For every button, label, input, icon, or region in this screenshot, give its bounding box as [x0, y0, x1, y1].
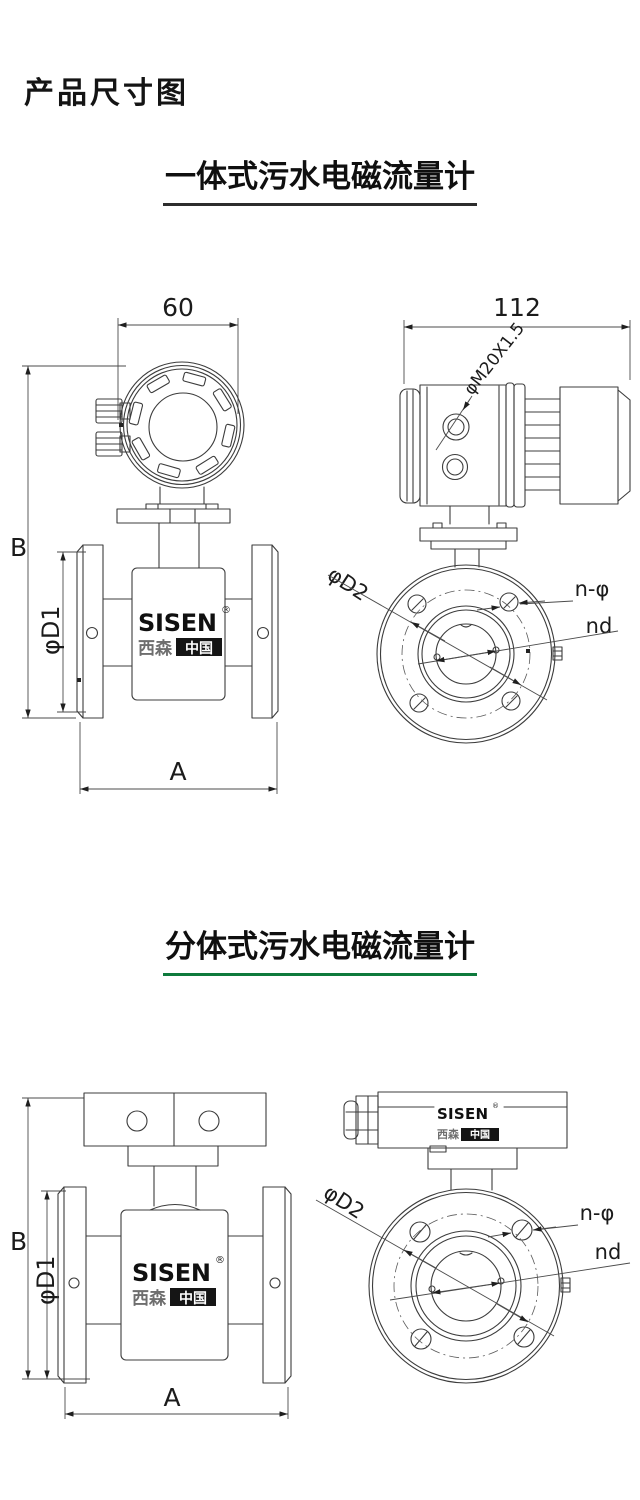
logo-cn-left: 西森: [132, 1288, 167, 1308]
section-integrated-header: 一体式污水电磁流量计: [0, 158, 640, 206]
section-split-header: 分体式污水电磁流量计: [0, 928, 640, 976]
logo-registered-mark: ®: [492, 1102, 499, 1110]
dim-label-60: 60: [162, 293, 194, 322]
dim-bolt-holes: n-φ: [476, 577, 610, 611]
dim-label-a: A: [163, 1383, 180, 1412]
logo-cn-right: 中国: [179, 1290, 207, 1306]
remote-sensor-box: [343, 1091, 568, 1191]
split-front-view: B φD1 SISEN ® 西森: [10, 1092, 292, 1419]
split-title: 分体式污水电磁流量计: [163, 928, 477, 976]
dim-label-thread: φM20X1.5: [460, 319, 529, 399]
dim-label-nd: nd: [595, 1240, 622, 1264]
sisen-logo: SISEN ® 西森 中国: [132, 1255, 225, 1308]
split-flowmeter-drawing: B φD1 SISEN ® 西森: [10, 1091, 631, 1419]
dim-length-112: 112: [403, 293, 631, 384]
flange-left: [57, 1186, 87, 1384]
transmitter-housing: [399, 382, 631, 508]
sisen-logo-small: SISEN ® 西森 中国: [437, 1102, 499, 1141]
dim-bolt-holes: n-φ: [487, 1201, 615, 1238]
converter-head: [119, 361, 245, 489]
dim-length-a: A: [64, 1383, 289, 1419]
mounting-neck: [116, 486, 231, 569]
cable-entry-ports: [441, 413, 470, 481]
logo-cn-left: 西森: [138, 638, 173, 658]
junction-box: [83, 1092, 267, 1147]
sensor-body: [102, 567, 253, 701]
dim-label-n-phi: n-φ: [575, 577, 610, 601]
dim-width-60: 60: [117, 293, 239, 420]
logo-cn-left: 西森: [437, 1127, 460, 1141]
sensor-body: [85, 1209, 264, 1361]
logo-brand-text: SISEN: [138, 609, 218, 637]
logo-cn-right: 中国: [185, 640, 213, 656]
integrated-flowmeter-drawing: 60: [10, 293, 631, 794]
neck-bracket: [127, 1145, 219, 1211]
dim-label-112: 112: [493, 293, 541, 322]
flange-left: [76, 544, 104, 719]
logo-cn-right: 中国: [470, 1128, 490, 1141]
flange-face: [368, 1188, 571, 1384]
dim-label-d2: φD2: [319, 1180, 368, 1224]
logo-cn-block: [170, 1288, 216, 1306]
integrated-front-view: 60: [10, 293, 279, 794]
side-mounting-neck: [419, 505, 518, 568]
dim-label-d1: φD1: [32, 1255, 60, 1305]
dim-bolt-circle-d2: φD2: [315, 1180, 555, 1337]
flange-face: [376, 564, 563, 744]
dim-label-n-phi: n-φ: [580, 1201, 615, 1225]
dim-flange-d1: φD1: [37, 551, 86, 713]
dim-flange-d1: φD1: [32, 1190, 66, 1379]
split-side-view: SISEN ® 西森 中国: [315, 1091, 631, 1384]
dim-label-b: B: [10, 533, 27, 562]
dim-length-a: A: [79, 722, 278, 794]
logo-brand-text: SISEN: [132, 1259, 212, 1287]
flange-right: [251, 544, 279, 719]
integrated-title: 一体式污水电磁流量计: [163, 158, 477, 206]
cable-glands: [95, 398, 131, 457]
dim-bore-nd: nd: [389, 1240, 631, 1301]
page-title: 产品尺寸图: [24, 77, 189, 110]
dim-height-b: B: [10, 1097, 90, 1380]
logo-cn-block: [176, 638, 222, 656]
flange-right: [262, 1186, 292, 1384]
logo-cn-block: [461, 1128, 499, 1141]
dim-label-d1: φD1: [37, 605, 65, 655]
dim-label-d2: φD2: [323, 562, 372, 606]
integrated-side-view: 112: [323, 293, 631, 744]
logo-registered-mark: ®: [221, 605, 231, 616]
logo-registered-mark: ®: [215, 1255, 225, 1266]
dim-label-a: A: [169, 757, 186, 786]
dim-bore-nd: nd: [417, 614, 619, 665]
dim-label-b: B: [10, 1227, 27, 1256]
sisen-logo: SISEN ® 西森 中国: [138, 605, 231, 658]
dim-height-b: B: [10, 365, 126, 719]
logo-brand-text: SISEN: [437, 1105, 489, 1123]
